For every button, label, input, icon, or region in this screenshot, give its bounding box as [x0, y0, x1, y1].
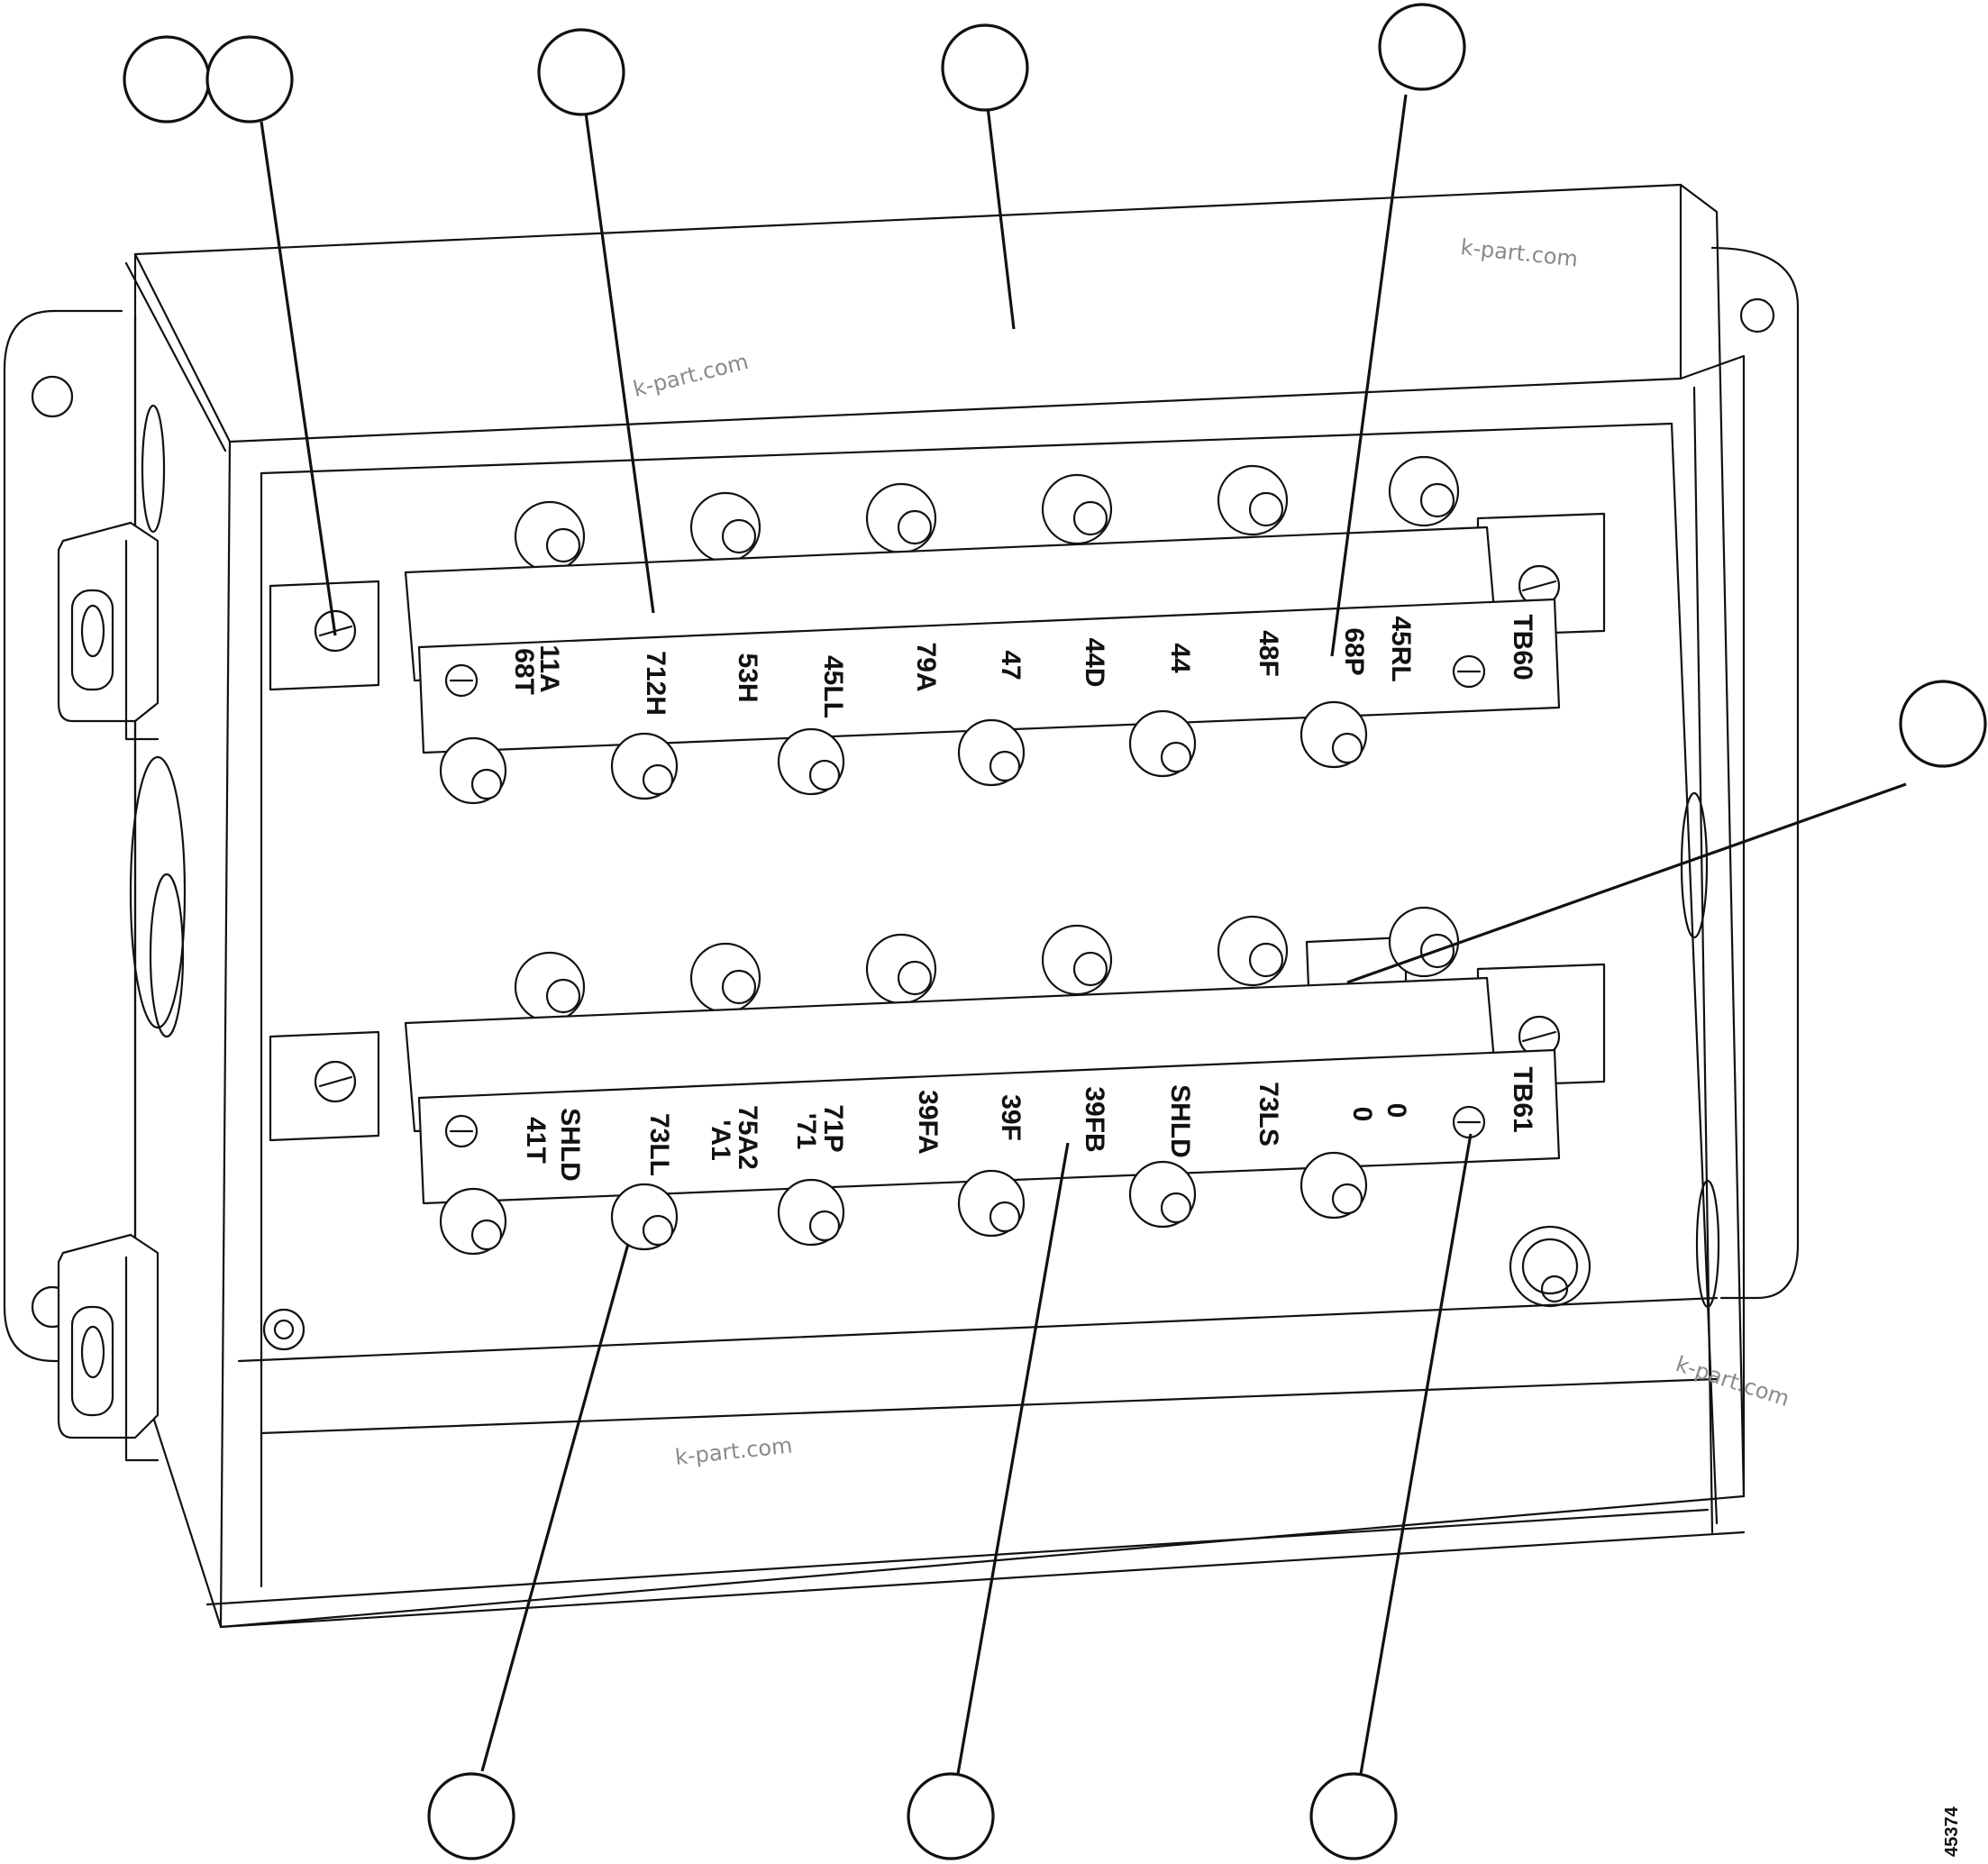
tb60-terminal-label: 11A [534, 644, 564, 692]
terminal-block-tb60: 68T 11A 712H 53H 45LL 79A 47 44D 44 48F … [269, 455, 1606, 805]
tb60-terminal-label: 47 [996, 650, 1026, 680]
tb61-terminal-label: 73LS [1254, 1082, 1283, 1147]
tb60-terminal-label: 44D [1080, 637, 1109, 687]
callout-balloon [205, 35, 294, 123]
enclosure [3, 183, 1800, 1629]
callout-balloon [1378, 3, 1466, 91]
tb61-terminal-label: 'A1 [706, 1119, 735, 1160]
tb61-rear-posts [514, 906, 1460, 1023]
tb61-terminal-label: 73LL [644, 1113, 674, 1176]
tb60-terminal-label: 68P [1339, 627, 1369, 675]
tb61-terminal-label: SHLD [1165, 1084, 1195, 1158]
terminal-block-tb61: 41T SHLD 73LL 75A2 'A1 71P '71 39FA 39F … [269, 906, 1606, 1256]
callout-balloon [537, 28, 625, 116]
tb60-name-label: TB60 [1508, 614, 1537, 680]
watermark-text: k-part.com [674, 1432, 794, 1470]
watermark-text: k-part.com [631, 349, 752, 402]
tb61-labels: 41T SHLD 73LL 75A2 'A1 71P '71 39FA 39F … [521, 1066, 1537, 1182]
tb61-terminal-label: 75A2 [733, 1105, 762, 1170]
tb61-terminal-label: 0 [1382, 1103, 1411, 1119]
callout-balloon [123, 35, 211, 123]
tb61-name-label: TB61 [1508, 1066, 1537, 1132]
tb60-terminal-label: 79A [911, 642, 941, 691]
tb61-terminal-label: 71P [818, 1104, 848, 1152]
callout-balloon [941, 23, 1029, 112]
watermarks: k-part.com k-part.com k-part.com k-part.… [631, 234, 1792, 1470]
tb60-terminal-label: 712H [641, 651, 670, 716]
tb60-labels: 68T 11A 712H 53H 45LL 79A 47 44D 44 48F … [509, 614, 1537, 718]
tb61-terminal-label: SHLD [555, 1108, 585, 1182]
callout-balloon [907, 1772, 995, 1860]
callouts [123, 3, 1987, 1860]
watermark-text: k-part.com [1459, 234, 1579, 272]
tb61-terminal-label: 39F [996, 1094, 1026, 1141]
tb60-terminal-label: 48F [1254, 630, 1283, 677]
tb61-terminal-label: 0 [1347, 1107, 1377, 1122]
callout-balloon [1899, 680, 1987, 768]
tb60-terminal-label: 44 [1165, 643, 1195, 673]
figure-number: 45374 [1942, 1806, 1962, 1857]
callout-balloon [427, 1772, 515, 1860]
tb61-terminal-label: 39FB [1080, 1086, 1109, 1152]
tb61-terminal-label: 41T [521, 1117, 551, 1164]
tb61-front-posts [439, 1151, 1368, 1256]
tb60-terminal-label: 68T [509, 648, 539, 695]
tb61-terminal-label: 39FA [913, 1090, 943, 1155]
tb61-terminal-label: '71 [791, 1113, 821, 1150]
tb60-terminal-label: 45RL [1386, 616, 1416, 681]
tb60-terminal-label: 45LL [818, 655, 848, 718]
watermark-text: k-part.com [1673, 1351, 1792, 1412]
tb60-front-posts [439, 700, 1368, 805]
tb60-terminal-label: 53H [733, 653, 762, 702]
callout-balloon [1309, 1772, 1398, 1860]
